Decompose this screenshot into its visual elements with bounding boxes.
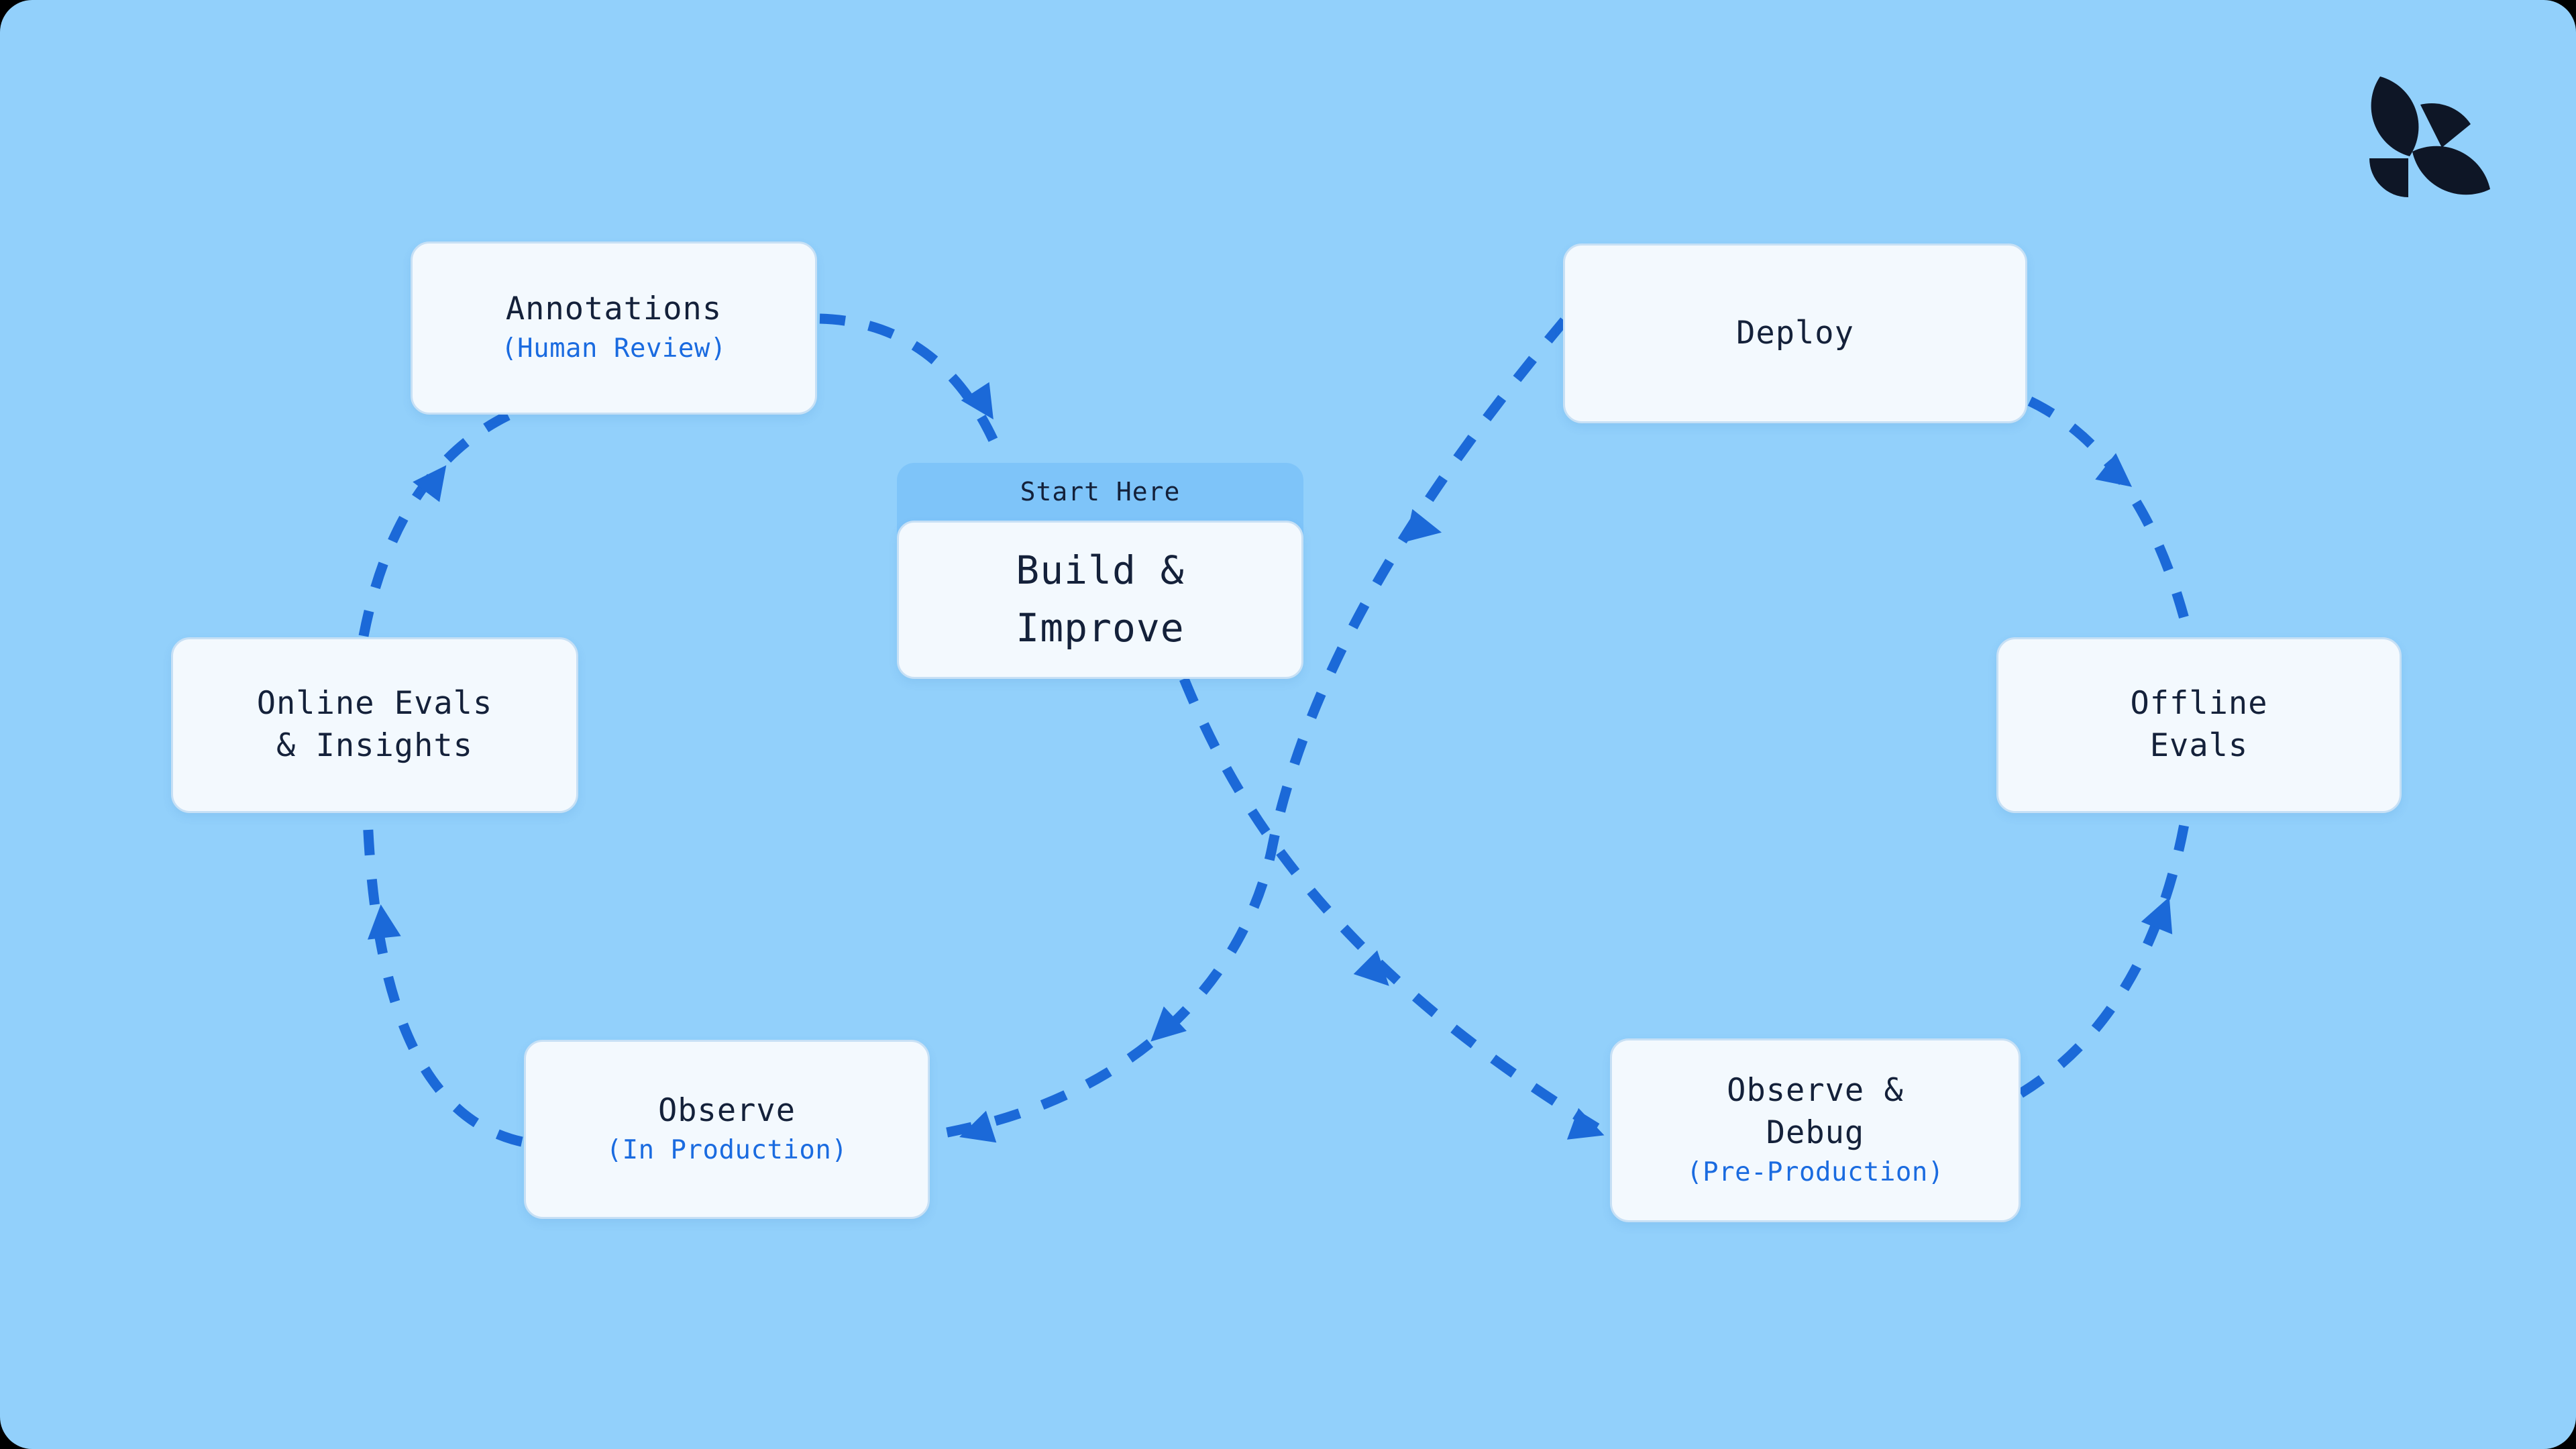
node-title: Observe & Debug xyxy=(1727,1071,1904,1151)
node-title: Online Evals & Insights xyxy=(256,685,493,764)
arrowhead-icon xyxy=(413,465,447,502)
logo-quarter-bottom-left xyxy=(2369,158,2408,197)
edge-online-evals-to-annotations xyxy=(358,410,513,637)
node-build-improve: Start Here Build & Improve xyxy=(897,463,1303,679)
edge-observe-debug-to-offline-evals xyxy=(2018,816,2191,1098)
node-subtitle: (Human Review) xyxy=(501,333,727,364)
node-title: Observe xyxy=(657,1091,796,1129)
node-title: Deploy xyxy=(1736,314,1854,352)
arrowhead-icon xyxy=(959,1110,997,1143)
arrowhead-icon xyxy=(367,904,401,940)
node-subtitle: (Pre-Production) xyxy=(1686,1157,1944,1187)
edge-annotations-to-build-improve xyxy=(819,313,1006,460)
arrowhead-icon xyxy=(1150,1006,1187,1042)
logo-leaf-top-left xyxy=(2371,76,2419,156)
arrowhead-icon xyxy=(2141,897,2173,934)
build-improve-card: Build & Improve xyxy=(897,521,1303,679)
logo-fan-top-right xyxy=(2420,103,2471,148)
arrowhead-icon xyxy=(1566,1108,1605,1140)
arrowhead-icon xyxy=(961,382,994,420)
arrowhead-icon xyxy=(2095,453,2133,487)
edge-deploy-to-offline-evals xyxy=(2027,396,2194,635)
arrowhead-icon xyxy=(1405,508,1442,542)
node-title: Build & Improve xyxy=(1016,547,1185,651)
node-title: Offline Evals xyxy=(2130,685,2268,764)
node-annotations: Annotations (Human Review) xyxy=(411,241,817,415)
edge-observe-production-to-online-evals xyxy=(362,816,523,1147)
edge-deploy-to-observe-production xyxy=(931,317,1568,1140)
node-offline-evals: Offline Evals xyxy=(1996,637,2402,813)
node-deploy: Deploy xyxy=(1563,244,2027,423)
pinwheel-leaves-logo-icon xyxy=(2369,76,2490,197)
edge-build-improve-to-observe-debug xyxy=(1179,677,1611,1140)
start-here-label: Start Here xyxy=(1020,477,1181,506)
arrowhead-icon xyxy=(1353,950,1389,986)
node-online-evals-insights: Online Evals & Insights xyxy=(171,637,578,813)
logo-leaf-bottom-right xyxy=(2412,146,2490,195)
node-observe-debug-pre-production: Observe & Debug (Pre-Production) xyxy=(1610,1038,2021,1222)
node-observe-in-production: Observe (In Production) xyxy=(524,1040,930,1219)
node-subtitle: (In Production) xyxy=(606,1134,848,1165)
node-title: Annotations xyxy=(505,290,722,328)
